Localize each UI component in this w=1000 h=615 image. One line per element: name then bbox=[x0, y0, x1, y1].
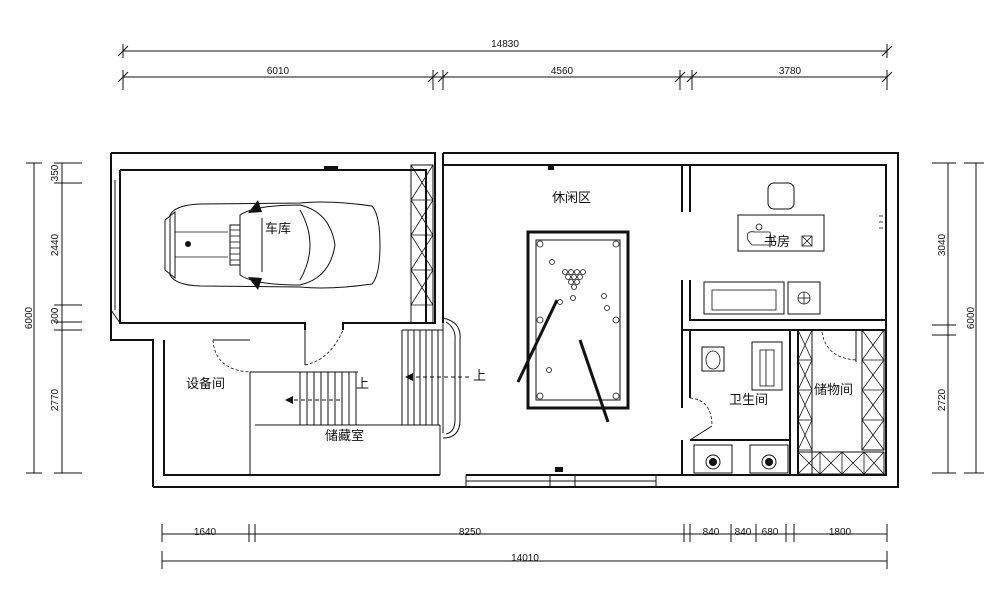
bottom-dimension-total: 14010 bbox=[161, 551, 888, 569]
right-total-label: 6000 bbox=[966, 306, 977, 329]
leisure-curved-door bbox=[442, 317, 461, 439]
bottom-segment-2: 8250 bbox=[459, 527, 482, 538]
top-total-label: 14830 bbox=[491, 39, 519, 50]
room-label-bathroom: 卫生间 bbox=[729, 393, 768, 408]
top-dimension-segments: 6010 4560 3780 bbox=[117, 66, 893, 90]
left-dimension-total: 6000 bbox=[24, 162, 42, 474]
storeroom-shelving bbox=[797, 329, 885, 476]
storage-door bbox=[304, 329, 344, 366]
garage-window bbox=[110, 180, 121, 324]
room-label-study: 书房 bbox=[764, 234, 790, 250]
right-dimension-segments: 3040 2720 bbox=[932, 162, 956, 474]
top-segment-2: 4560 bbox=[551, 66, 574, 77]
top-segment-1: 6010 bbox=[267, 66, 290, 77]
stairs-lower bbox=[250, 371, 440, 426]
left-total-label: 6000 bbox=[24, 306, 35, 329]
room-label-equipment: 设备间 bbox=[186, 376, 225, 392]
bottom-segment-1: 1640 bbox=[194, 527, 217, 538]
stairs-up-label-1: 上 bbox=[356, 377, 369, 392]
bathroom-fixtures bbox=[689, 341, 789, 474]
room-label-leisure: 休闲区 bbox=[552, 191, 591, 206]
bottom-dimension-segments: 1640 8250 840 840 680 1800 bbox=[161, 524, 888, 542]
room-label-storeroom: 储物间 bbox=[814, 383, 853, 398]
stairs-upper bbox=[401, 323, 469, 475]
ceiling-marks bbox=[324, 166, 563, 472]
right-segment-1: 3040 bbox=[937, 233, 948, 256]
right-segment-2: 2720 bbox=[937, 388, 948, 411]
outer-walls bbox=[110, 152, 899, 488]
bottom-segment-4: 840 bbox=[735, 527, 752, 538]
room-label-storage: 储藏室 bbox=[325, 428, 364, 444]
right-dimension-total: 6000 bbox=[964, 162, 984, 474]
bottom-total-label: 14010 bbox=[511, 553, 539, 564]
bottom-segment-5: 680 bbox=[762, 527, 779, 538]
study-furniture bbox=[703, 182, 883, 315]
garage-shelving bbox=[410, 164, 434, 324]
left-segment-1: 350 bbox=[50, 164, 61, 181]
pool-table-icon bbox=[516, 230, 630, 423]
left-segment-4: 2770 bbox=[50, 388, 61, 411]
bottom-segment-6: 1800 bbox=[829, 527, 852, 538]
equipment-room-door bbox=[212, 339, 251, 475]
top-segment-3: 3780 bbox=[779, 66, 802, 77]
left-segment-3: 300 bbox=[50, 307, 61, 324]
bottom-segment-3: 840 bbox=[703, 527, 720, 538]
car-icon bbox=[164, 200, 381, 290]
stairs-up-label-2: 上 bbox=[473, 369, 486, 384]
room-label-garage: 车库 bbox=[265, 221, 291, 237]
left-dimension-segments: 350 2440 300 2770 bbox=[50, 162, 82, 474]
left-segment-2: 2440 bbox=[50, 233, 61, 256]
top-dimension-total: 14830 bbox=[117, 39, 893, 58]
